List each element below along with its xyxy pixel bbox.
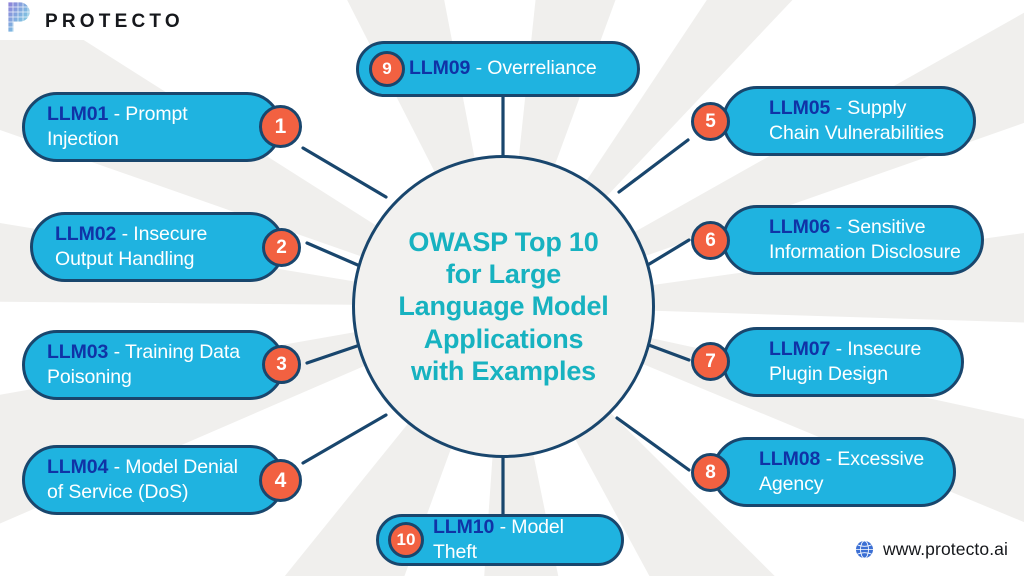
- item-label-llm01: LLM01 - Prompt Injection: [25, 102, 279, 153]
- item-title-llm03: Training Data Poisoning: [47, 340, 240, 388]
- item-title-llm08: Excessive Agency: [759, 447, 925, 495]
- item-label-llm06: LLM06 - Sensitive Information Disclosure: [725, 215, 981, 266]
- item-sep-llm03: -: [108, 340, 125, 363]
- footer-website[interactable]: www.protecto.ai: [855, 539, 1008, 560]
- item-label-llm04: LLM04 - Model Denial of Service (DoS): [25, 455, 282, 506]
- item-number-badge-6[interactable]: 6: [691, 221, 730, 260]
- item-sep-llm04: -: [108, 455, 126, 478]
- globe-icon: [855, 540, 874, 559]
- item-sep-llm07: -: [830, 337, 848, 360]
- connector-3: [305, 343, 362, 365]
- item-number-badge-3[interactable]: 3: [262, 345, 301, 384]
- item-pill-llm01[interactable]: LLM01 - Prompt Injection: [22, 92, 282, 162]
- item-sep-llm05: -: [830, 96, 848, 119]
- item-code-llm03: LLM03: [47, 340, 109, 363]
- item-pill-llm06[interactable]: LLM06 - Sensitive Information Disclosure: [722, 205, 984, 275]
- item-code-llm06: LLM06: [769, 215, 831, 238]
- item-sep-llm10: -: [494, 515, 512, 538]
- item-number-badge-5[interactable]: 5: [691, 102, 730, 141]
- item-label-llm10: LLM10 - Model Theft: [379, 515, 621, 566]
- item-code-llm07: LLM07: [769, 337, 831, 360]
- item-number-badge-8[interactable]: 8: [691, 453, 730, 492]
- item-number-badge-1[interactable]: 1: [259, 105, 302, 148]
- item-label-llm07: LLM07 - Insecure Plugin Design: [725, 337, 961, 388]
- center-hub: OWASP Top 10 for Large Language Model Ap…: [352, 155, 655, 458]
- item-label-llm05: LLM05 - Supply Chain Vulnerabilities: [725, 96, 973, 147]
- item-sep-llm06: -: [830, 215, 848, 238]
- item-title-llm09: Overreliance: [487, 57, 597, 80]
- item-title-llm05: Supply Chain Vulnerabilities: [769, 96, 944, 144]
- item-pill-llm08[interactable]: LLM08 - Excessive Agency: [712, 437, 956, 507]
- item-number-badge-4[interactable]: 4: [259, 459, 302, 502]
- item-pill-llm07[interactable]: LLM07 - Insecure Plugin Design: [722, 327, 964, 397]
- item-code-llm09: LLM09: [409, 57, 471, 80]
- connector-8: [615, 416, 691, 472]
- connector-2: [305, 241, 362, 268]
- item-number-badge-7[interactable]: 7: [691, 342, 730, 381]
- website-url[interactable]: www.protecto.ai: [882, 539, 1008, 559]
- item-number-badge-9[interactable]: 9: [369, 51, 405, 87]
- item-label-llm09: LLM09 - Overreliance: [359, 56, 619, 81]
- item-pill-llm05[interactable]: LLM05 - Supply Chain Vulnerabilities: [722, 86, 976, 156]
- item-pill-llm04[interactable]: LLM04 - Model Denial of Service (DoS): [22, 445, 285, 515]
- item-code-llm10: LLM10: [433, 515, 495, 538]
- protecto-p-mark-icon: [7, 1, 32, 33]
- item-title-llm04: Model Denial of Service (DoS): [47, 455, 238, 503]
- connector-4: [301, 413, 388, 465]
- item-sep-llm08: -: [820, 447, 838, 470]
- item-number-badge-10[interactable]: 10: [388, 522, 424, 558]
- item-code-llm08: LLM08: [759, 447, 821, 470]
- item-sep-llm01: -: [108, 102, 126, 125]
- item-sep-llm09: -: [470, 57, 488, 80]
- connector-1: [301, 146, 388, 199]
- hub-title: OWASP Top 10 for Large Language Model Ap…: [398, 226, 609, 387]
- item-title-llm10: Model Theft: [433, 515, 564, 563]
- item-number-badge-2[interactable]: 2: [262, 228, 301, 267]
- item-sep-llm02: -: [116, 222, 134, 245]
- brand-name: PROTECTO: [45, 11, 184, 32]
- connector-7: [644, 342, 691, 362]
- connector-5: [617, 138, 690, 194]
- item-code-llm02: LLM02: [55, 222, 117, 245]
- item-code-llm05: LLM05: [769, 96, 831, 119]
- item-title-llm01: Prompt Injection: [47, 102, 188, 150]
- item-label-llm02: LLM02 - Insecure Output Handling: [33, 222, 282, 273]
- item-title-llm06: Sensitive Information Disclosure: [769, 215, 961, 263]
- connector-6: [644, 238, 691, 268]
- brand-logo: PROTECTO: [0, 0, 198, 40]
- item-title-llm02: Insecure Output Handling: [55, 222, 208, 270]
- item-title-llm07: Insecure Plugin Design: [769, 337, 922, 385]
- item-code-llm01: LLM01: [47, 102, 109, 125]
- item-label-llm03: LLM03 - Training Data Poisoning: [25, 340, 282, 391]
- item-label-llm08: LLM08 - Excessive Agency: [715, 447, 953, 498]
- item-code-llm04: LLM04: [47, 455, 109, 478]
- item-pill-llm02[interactable]: LLM02 - Insecure Output Handling: [30, 212, 285, 282]
- item-pill-llm03[interactable]: LLM03 - Training Data Poisoning: [22, 330, 285, 400]
